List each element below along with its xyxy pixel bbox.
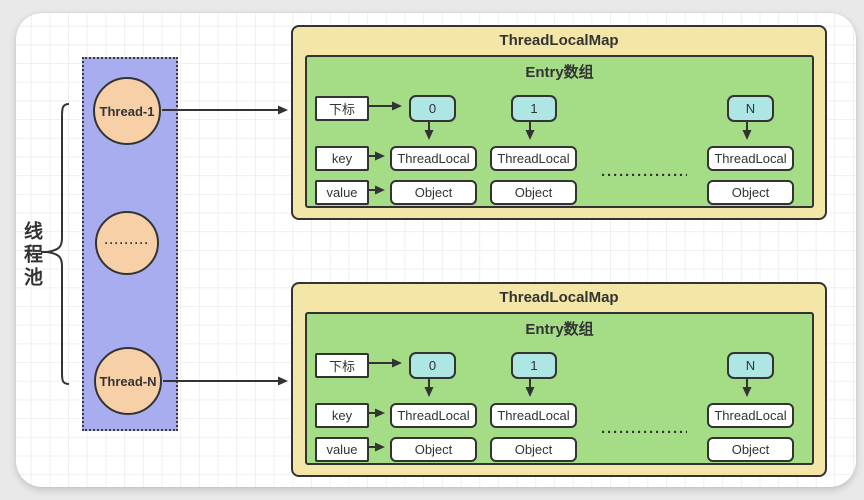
value-cell-1: Object (490, 437, 577, 462)
value-row-label: value (315, 437, 369, 462)
value-row-label: value (315, 180, 369, 205)
key-cell-0: ThreadLocal (390, 146, 477, 171)
value-cell-0: Object (390, 180, 477, 205)
map-title: ThreadLocalMap (499, 289, 619, 306)
entry-array-title: Entry数组 (525, 321, 594, 338)
thread-node-n: Thread-N (94, 347, 162, 415)
entry-array-box: Entry数组 下标 key value 0 1 N ThreadLocal T… (305, 55, 814, 208)
thread-pool-label: 线程池 (21, 221, 42, 290)
key-cell-1: ThreadLocal (490, 403, 577, 428)
key-cell-n: ThreadLocal (707, 403, 794, 428)
columns-ellipsis: ················· (601, 167, 687, 184)
entry-array-title: Entry数组 (525, 64, 594, 81)
index-cell-n: N (727, 95, 774, 122)
index-cell-1: 1 (511, 352, 557, 379)
index-cell-0: 0 (409, 95, 456, 122)
entry-array-box: Entry数组 下标 key value 0 1 N ThreadLocal T… (305, 312, 814, 465)
value-cell-1: Object (490, 180, 577, 205)
thread-node-1-label: Thread-1 (99, 103, 155, 119)
value-cell-n: Object (707, 180, 794, 205)
value-cell-n: Object (707, 437, 794, 462)
threadlocalmap-box-1: ThreadLocalMap Entry数组 下标 key value 0 1 … (291, 25, 827, 220)
map-title: ThreadLocalMap (499, 32, 619, 49)
value-cell-0: Object (390, 437, 477, 462)
index-cell-1: 1 (511, 95, 557, 122)
key-cell-0: ThreadLocal (390, 403, 477, 428)
thread-node-n-label: Thread-N (99, 373, 157, 389)
index-cell-0: 0 (409, 352, 456, 379)
threadlocalmap-box-2: ThreadLocalMap Entry数组 下标 key value 0 1 … (291, 282, 827, 477)
key-cell-n: ThreadLocal (707, 146, 794, 171)
columns-ellipsis: ················· (601, 424, 687, 441)
key-row-label: key (315, 403, 369, 428)
key-row-label: key (315, 146, 369, 171)
index-cell-n: N (727, 352, 774, 379)
thread-node-1: Thread-1 (93, 77, 161, 145)
index-row-label: 下标 (315, 353, 369, 378)
index-row-label: 下标 (315, 96, 369, 121)
thread-node-ellipsis: ········· (95, 211, 159, 275)
key-cell-1: ThreadLocal (490, 146, 577, 171)
thread-node-ellipsis-label: ········· (104, 236, 150, 250)
